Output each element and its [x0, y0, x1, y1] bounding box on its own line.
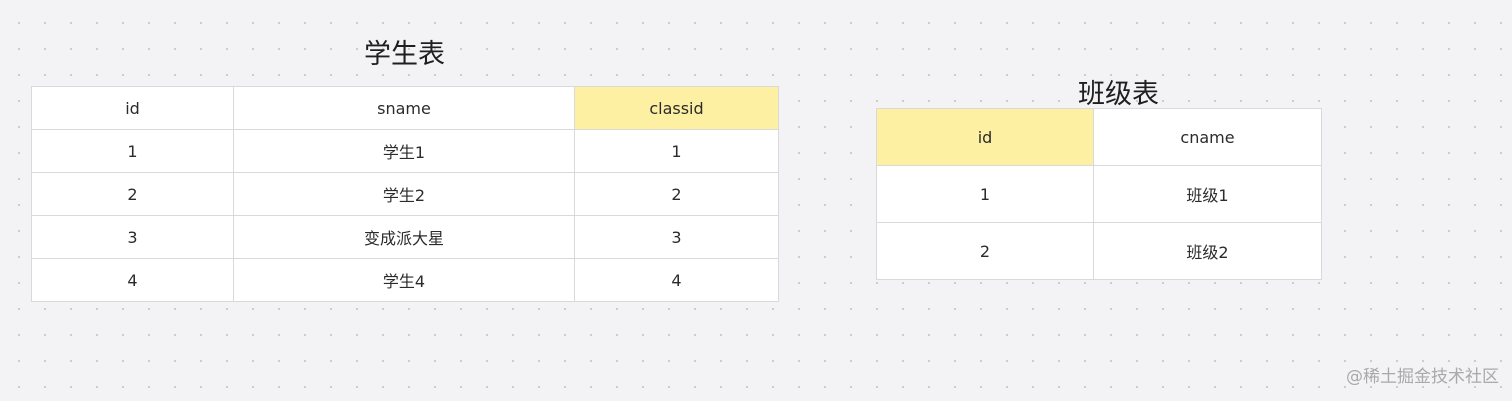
table-cell: 1 [876, 165, 1094, 223]
table-cell: 1 [31, 129, 234, 173]
table-cell: 班级1 [1093, 165, 1322, 223]
table-cell: 2 [876, 222, 1094, 280]
table-row: 1 学生1 1 [31, 129, 779, 173]
table-row: 4 学生4 4 [31, 258, 779, 302]
watermark: @稀土掘金技术社区 [1346, 367, 1499, 387]
table-cell: 2 [574, 172, 779, 216]
table-cell: 4 [31, 258, 234, 302]
table-cell: 学生4 [233, 258, 575, 302]
table-cell: 学生2 [233, 172, 575, 216]
column-header-id: id [876, 108, 1094, 166]
column-header-cname: cname [1093, 108, 1322, 166]
table-cell: 3 [31, 215, 234, 259]
class-table: id cname 1 班级1 2 班级2 [876, 108, 1322, 280]
student-table: id sname classid 1 学生1 1 2 学生2 2 3 变成派大星… [31, 86, 779, 302]
table-cell: 4 [574, 258, 779, 302]
table-row: 1 班级1 [876, 165, 1322, 223]
class-table-title: 班级表 [1078, 79, 1159, 110]
column-header-id: id [31, 86, 234, 130]
student-table-title: 学生表 [364, 39, 445, 70]
table-row: 3 变成派大星 3 [31, 215, 779, 259]
table-row: 2 班级2 [876, 222, 1322, 280]
table-row: 2 学生2 2 [31, 172, 779, 216]
table-header-row: id sname classid [31, 86, 779, 130]
table-header-row: id cname [876, 108, 1322, 166]
table-cell: 变成派大星 [233, 215, 575, 259]
table-cell: 学生1 [233, 129, 575, 173]
table-cell: 1 [574, 129, 779, 173]
column-header-sname: sname [233, 86, 575, 130]
table-cell: 3 [574, 215, 779, 259]
table-cell: 班级2 [1093, 222, 1322, 280]
column-header-classid: classid [574, 86, 779, 130]
table-cell: 2 [31, 172, 234, 216]
